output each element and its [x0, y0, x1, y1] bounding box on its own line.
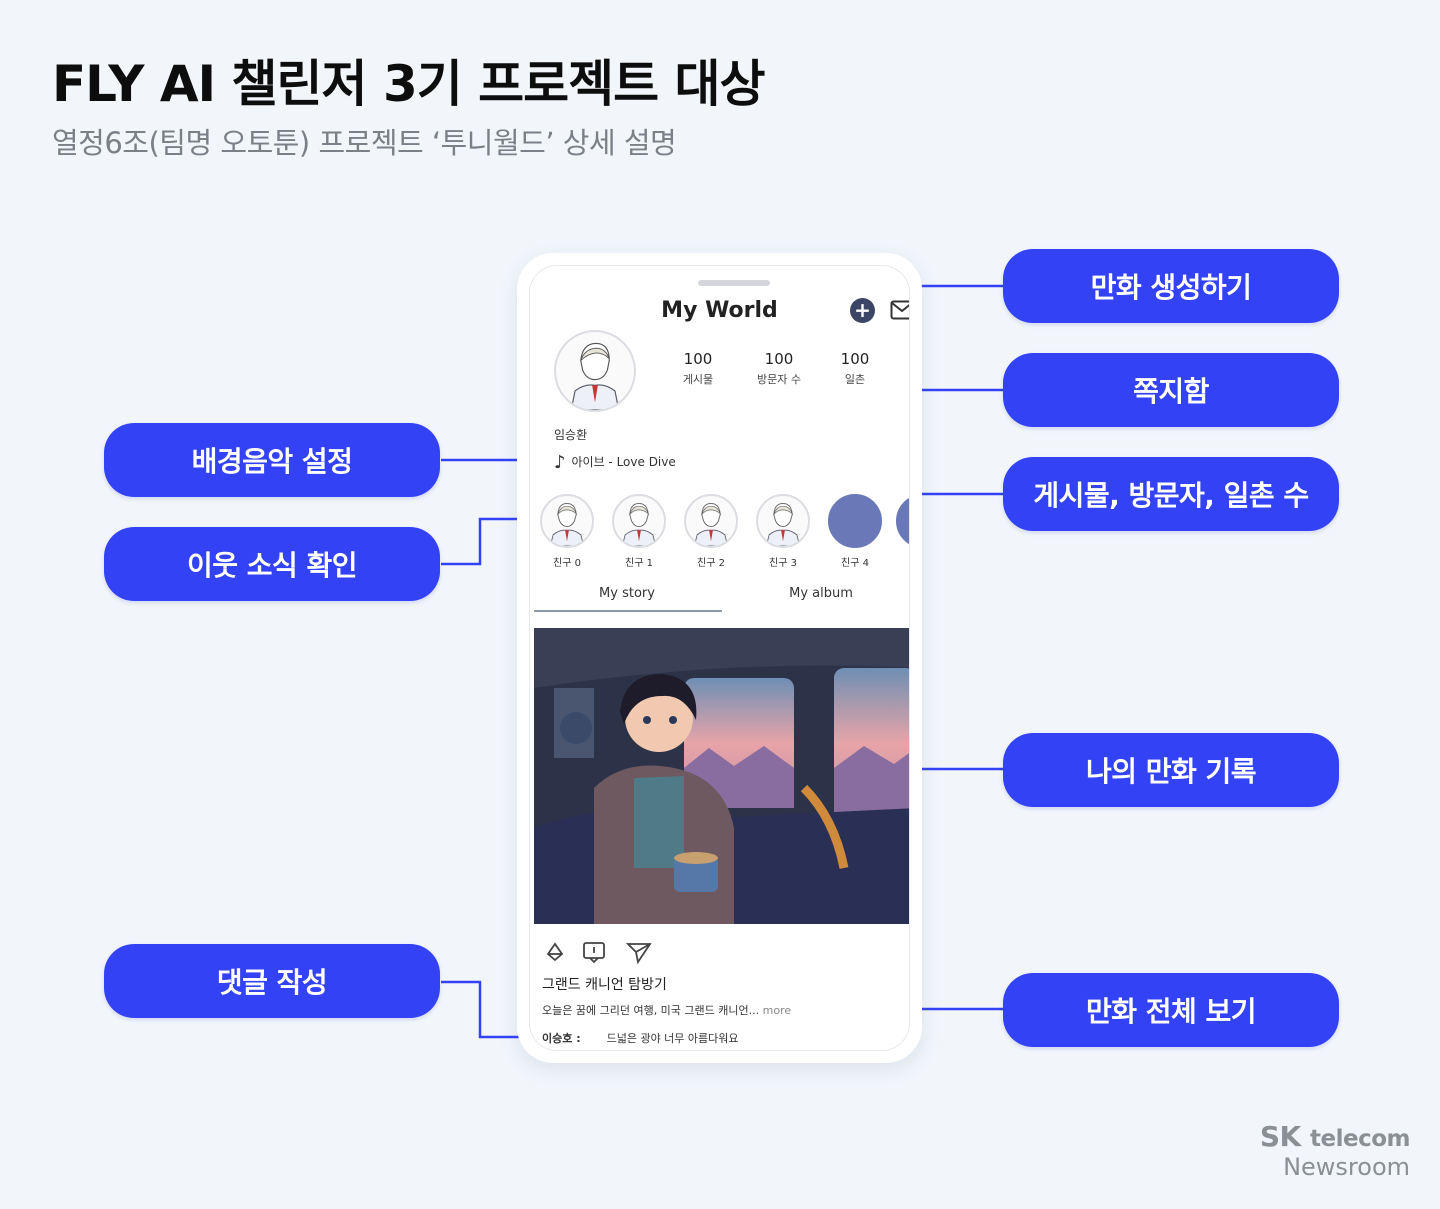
post-description: 오늘은 꿈에 그리던 여행, 미국 그랜드 캐니언... more: [542, 1002, 791, 1018]
stat-visitors-label: 방문자 수: [757, 373, 801, 386]
phone-mockup: My World + 100 게시물 100 방문자 수 100 일촌 임승환: [517, 253, 922, 1063]
friend-name: 친구 3: [769, 558, 797, 569]
music-track: 아이브 - Love Dive: [571, 455, 676, 469]
tab-underline: [534, 610, 722, 612]
stat-visitors-value: 100: [764, 350, 794, 368]
callout-stats: 게시물, 방문자, 일촌 수: [1003, 457, 1339, 531]
post-desc-text: 오늘은 꿈에 그리던 여행, 미국 그랜드 캐니언...: [542, 1004, 760, 1017]
bg-music-setting[interactable]: ♪ 아이브 - Love Dive: [554, 452, 676, 473]
stat-ilchon: 100 일촌: [825, 350, 885, 387]
stat-ilchon-value: 100: [840, 350, 870, 368]
page-title: FLY AI 챌린저 3기 프로젝트 대상: [52, 55, 766, 113]
callout-neighbor-news: 이웃 소식 확인: [104, 527, 440, 601]
friend-name: 친구 1: [625, 558, 653, 569]
friend-avatar: [896, 494, 909, 548]
comment-text: 드넓은 광야 너무 아름다워요: [606, 1032, 739, 1045]
friend-item[interactable]: 친구 0: [538, 494, 596, 569]
comic-post-image[interactable]: [534, 628, 910, 924]
like-icon[interactable]: [546, 942, 564, 962]
callout-create-comic: 만화 생성하기: [1003, 249, 1339, 323]
friend-avatar: [756, 494, 810, 548]
friend-avatar: [684, 494, 738, 548]
post-title: 그랜드 캐니언 탐방기: [542, 977, 667, 993]
callout-bg-music: 배경음악 설정: [104, 423, 440, 497]
phone-notch: [698, 280, 770, 286]
friends-list: 친구 0 친구 1 친구 2 친구 3 친구 4 친: [538, 494, 909, 569]
comment-author: 이승호 :: [542, 1032, 581, 1045]
callout-view-full-comic: 만화 전체 보기: [1003, 973, 1339, 1047]
friend-item[interactable]: 친구 2: [682, 494, 740, 569]
share-icon[interactable]: [625, 943, 652, 964]
friend-item[interactable]: 친구 1: [610, 494, 668, 569]
brand-logo: SK telecom Newsroom: [1259, 1120, 1411, 1181]
phone-screen: My World + 100 게시물 100 방문자 수 100 일촌 임승환: [529, 265, 910, 1051]
stat-posts-label: 게시물: [682, 373, 714, 386]
friend-avatar: [540, 494, 594, 548]
more-link[interactable]: more: [762, 1004, 792, 1017]
tab-my-album[interactable]: My album: [789, 586, 853, 601]
brand-sk-telecom: SK telecom: [1259, 1120, 1411, 1153]
stat-visitors: 100 방문자 수: [749, 350, 809, 387]
profile-avatar[interactable]: [554, 330, 636, 412]
stat-posts-value: 100: [683, 350, 713, 368]
friend-avatar: [828, 494, 882, 548]
friend-item[interactable]: 친: [896, 494, 909, 569]
comment-icon[interactable]: [583, 942, 605, 964]
app-title: My World: [661, 298, 778, 323]
tab-my-story[interactable]: My story: [599, 586, 655, 601]
callout-write-comment: 댓글 작성: [104, 944, 440, 1018]
create-comic-button[interactable]: +: [850, 298, 875, 323]
brand-sk: SK: [1259, 1120, 1301, 1153]
friend-name: 친구 4: [841, 558, 869, 569]
callout-message-box: 쪽지함: [1003, 353, 1339, 427]
friend-name: 친구 2: [697, 558, 725, 569]
profile-username: 임승환: [554, 428, 588, 442]
post-actions: [546, 942, 652, 964]
callout-my-comic-record: 나의 만화 기록: [1003, 733, 1339, 807]
music-note-icon: ♪: [554, 452, 566, 473]
post-comment[interactable]: 이승호 : 드넓은 광야 너무 아름다워요: [542, 1030, 739, 1046]
page-subtitle: 열정6조(팀명 오토툰) 프로젝트 ‘투니월드’ 상세 설명: [52, 126, 677, 160]
friend-name: 친구 0: [553, 558, 581, 569]
friend-avatar: [612, 494, 666, 548]
stat-posts: 100 게시물: [668, 350, 728, 387]
mail-icon[interactable]: [890, 300, 910, 320]
profile-portrait-icon: [570, 342, 620, 410]
friend-item[interactable]: 친구 4: [826, 494, 884, 569]
brand-newsroom: Newsroom: [1283, 1153, 1410, 1181]
stat-ilchon-label: 일촌: [844, 373, 866, 386]
friend-item[interactable]: 친구 3: [754, 494, 812, 569]
brand-telecom: telecom: [1310, 1126, 1410, 1152]
